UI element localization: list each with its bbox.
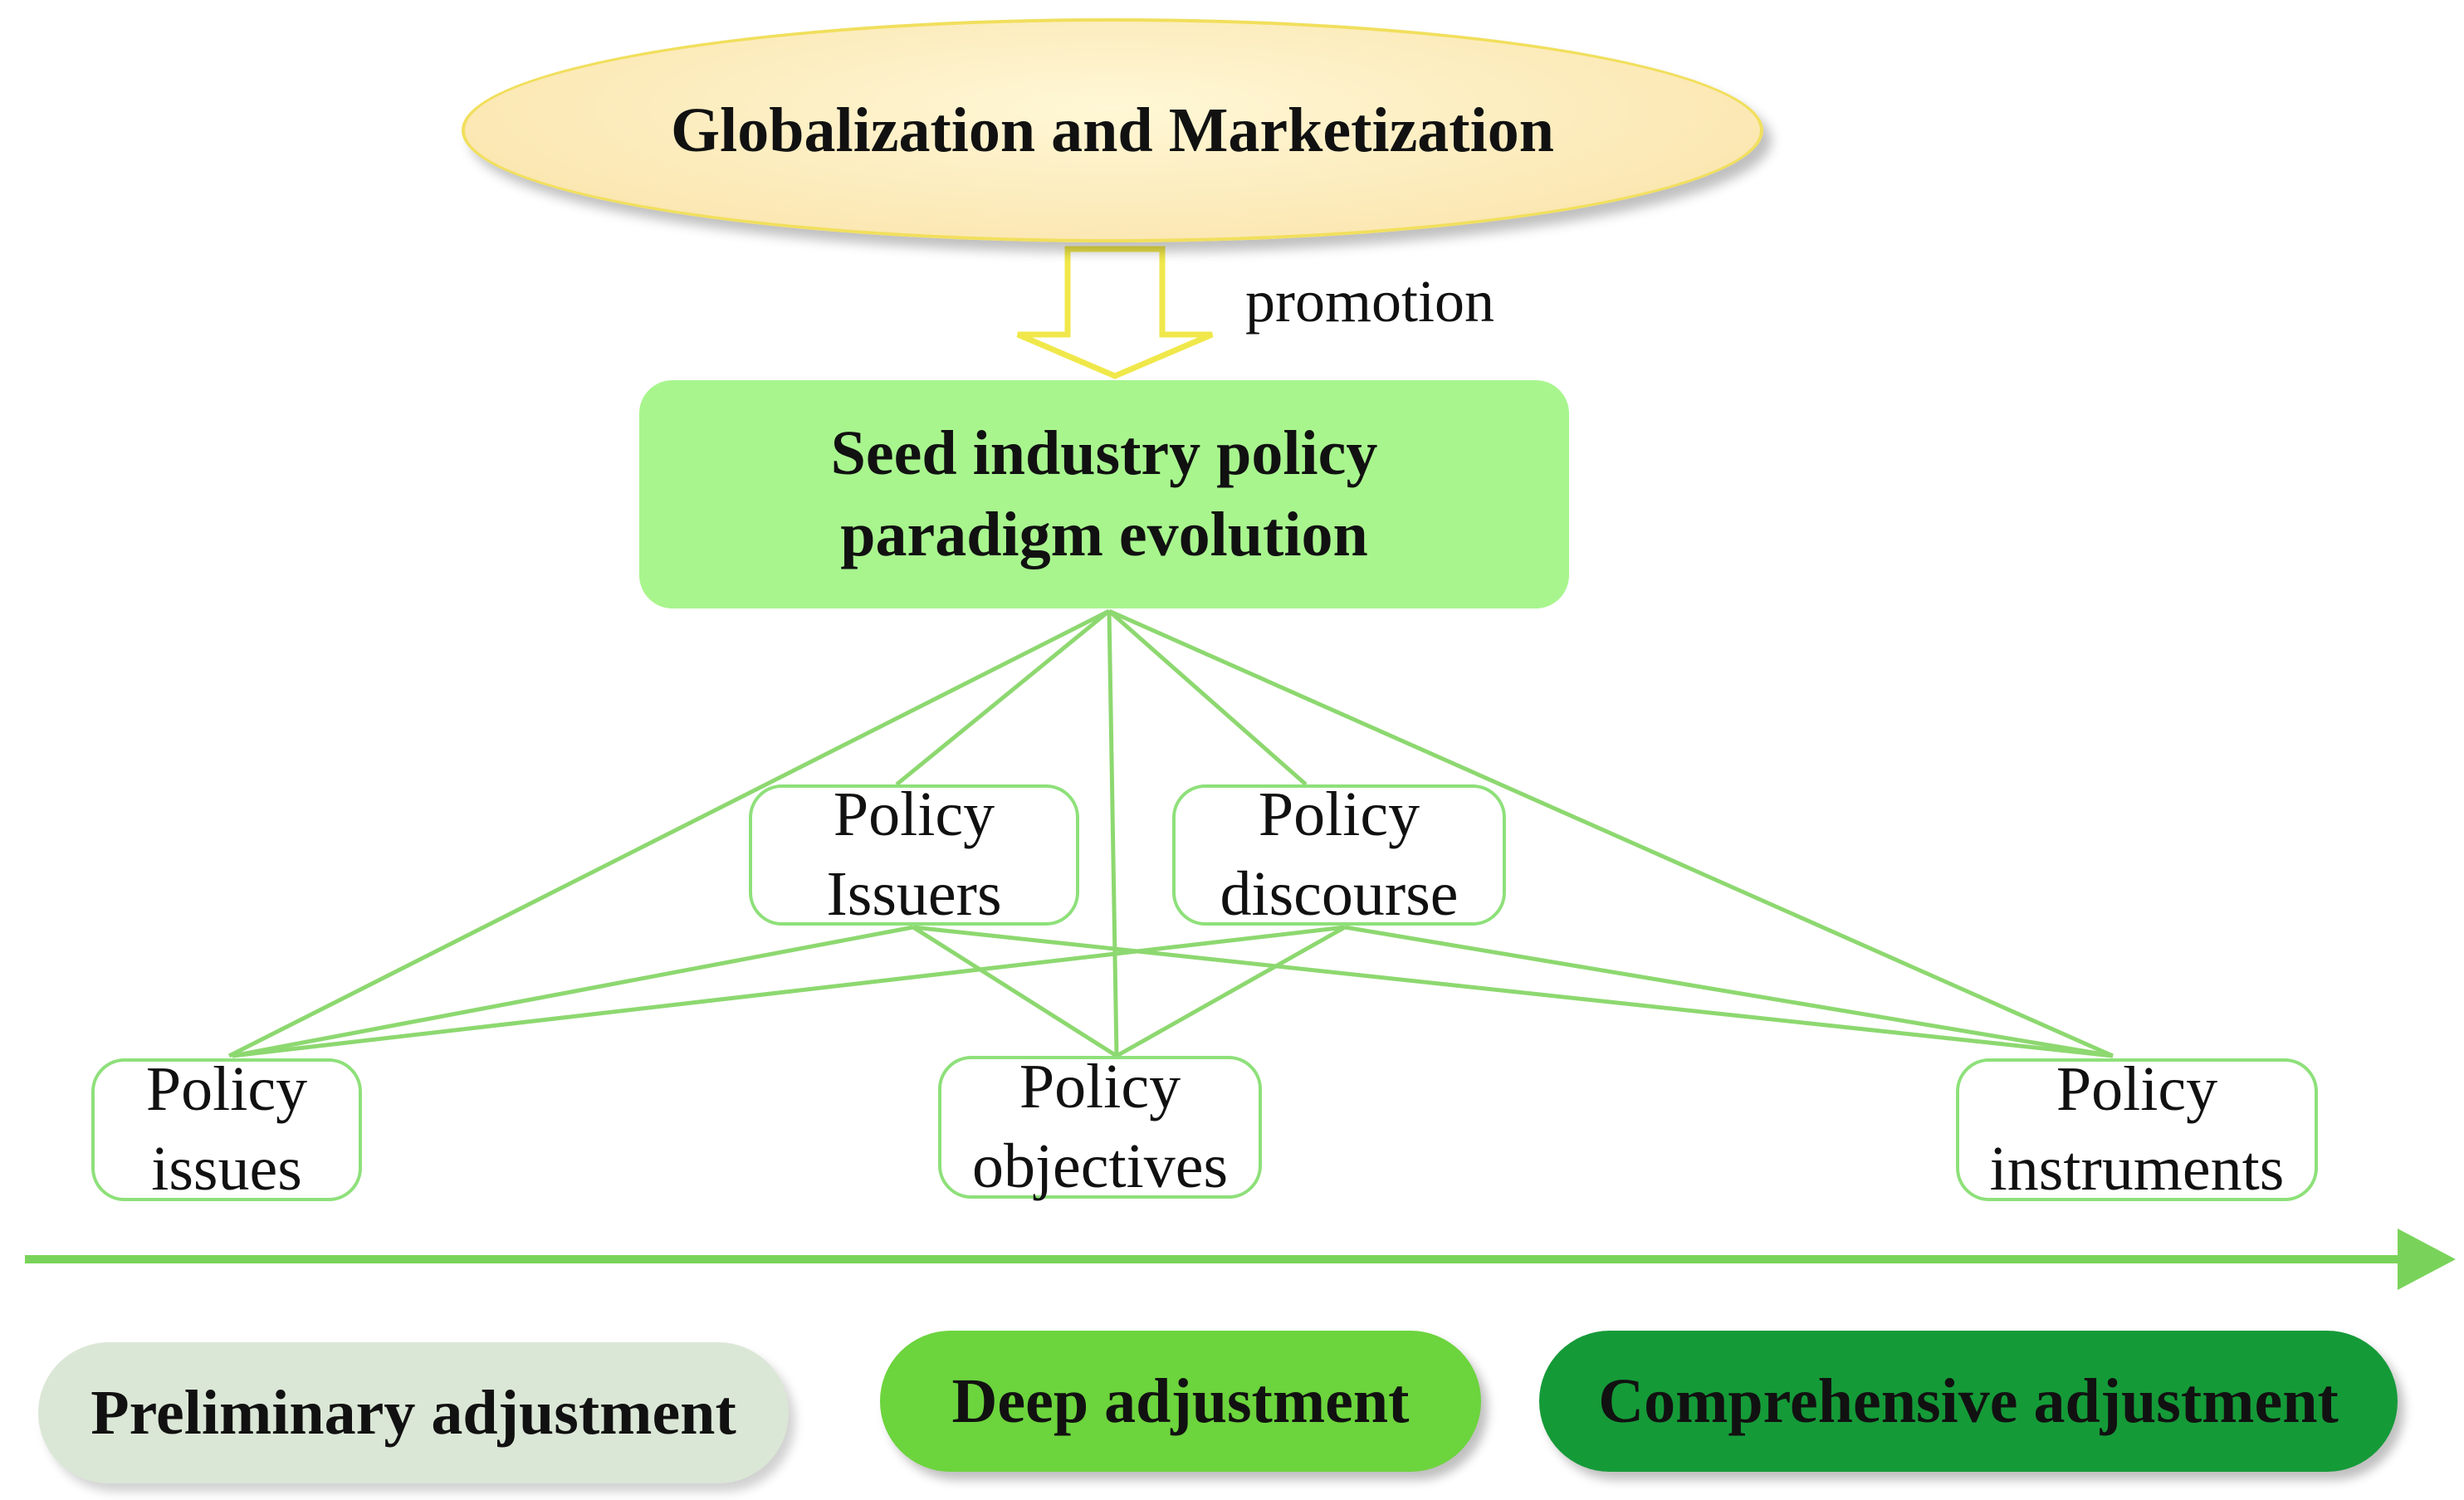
policy-objectives-line2: objectives xyxy=(971,1131,1229,1201)
stage-deep-adjustment: Deep adjustment xyxy=(880,1331,1481,1472)
link-discourse-issues xyxy=(232,925,1346,1058)
link-hub-objectives xyxy=(1107,610,1119,1057)
paradigm-evolution-box: Seed industry policy paradigm evolution xyxy=(639,380,1569,608)
policy-issues-line2: issues xyxy=(151,1134,302,1204)
policy-objectives-box: Policy objectives xyxy=(938,1052,1262,1201)
promotion-text: promotion xyxy=(1245,267,1494,335)
policy-instruments-line2: instruments xyxy=(1989,1134,2285,1204)
link-hub-discourse xyxy=(1107,609,1308,786)
link-discourse-instruments xyxy=(1344,925,2114,1058)
policy-issuers-box: Policy Issuers xyxy=(749,779,1079,929)
promotion-arrow xyxy=(1016,246,1214,379)
policy-issues-line1: Policy xyxy=(145,1054,308,1125)
timeline-arrowhead xyxy=(2398,1229,2456,1290)
policy-issuers-line1: Policy xyxy=(833,779,995,850)
policy-discourse-line1: Policy xyxy=(1258,779,1420,850)
policy-instruments-box: Policy instruments xyxy=(1956,1054,2318,1204)
policy-discourse-line2: discourse xyxy=(1220,859,1459,929)
link-hub-instruments xyxy=(1107,608,2114,1058)
stage-comprehensive-adjustment: Comprehensive adjustment xyxy=(1539,1331,2398,1472)
globalization-marketization-label: Globalization and Marketization xyxy=(671,95,1554,165)
policy-discourse-box: Policy discourse xyxy=(1172,779,1506,929)
link-hub-issues xyxy=(227,608,1111,1058)
paradigm-evolution-line1: Seed industry policy xyxy=(830,418,1378,489)
connector-lines xyxy=(227,608,2114,1058)
link-issuers-instruments xyxy=(912,925,2114,1058)
globalization-marketization-ellipse: Globalization and Marketization xyxy=(462,18,1763,242)
stage-preliminary-label: Preliminary adjustment xyxy=(90,1377,736,1448)
link-issuers-objectives xyxy=(912,925,1118,1058)
policy-issuers-line2: Issuers xyxy=(826,859,1002,929)
link-issuers-issues xyxy=(232,925,914,1058)
promotion-label: promotion xyxy=(1245,264,1577,339)
policy-objectives-line1: Policy xyxy=(1019,1052,1181,1122)
stage-comprehensive-label: Comprehensive adjustment xyxy=(1598,1366,2339,1436)
link-hub-issuers xyxy=(895,609,1111,786)
stage-deep-label: Deep adjustment xyxy=(951,1366,1410,1436)
link-discourse-objectives xyxy=(1115,925,1347,1058)
stage-preliminary-adjustment: Preliminary adjustment xyxy=(38,1342,789,1483)
paradigm-evolution-line2: paradigm evolution xyxy=(840,499,1368,569)
policy-instruments-line1: Policy xyxy=(2056,1054,2218,1125)
policy-issues-box: Policy issues xyxy=(91,1054,362,1204)
